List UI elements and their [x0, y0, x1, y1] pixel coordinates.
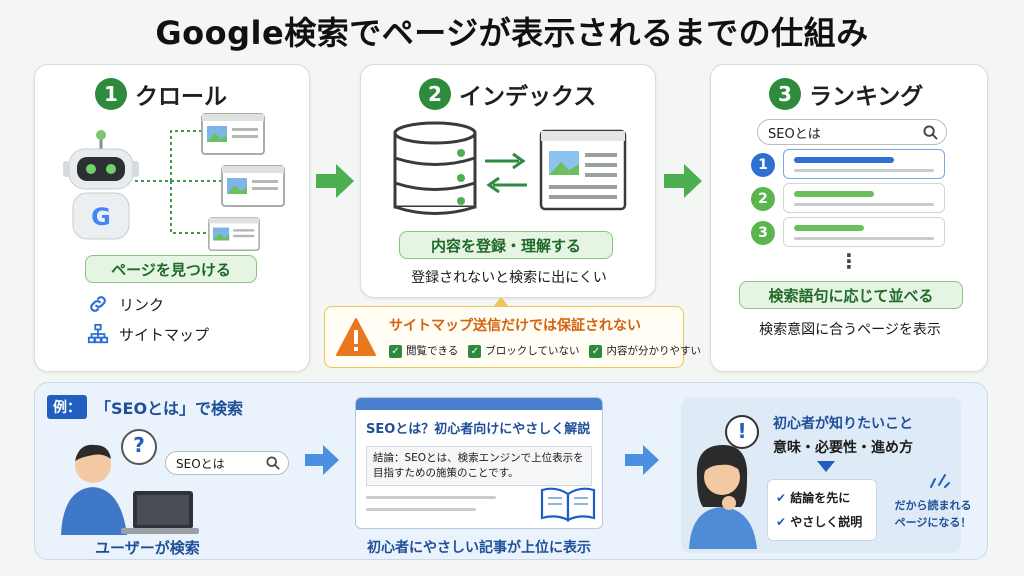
- article-window-bar: [356, 398, 602, 410]
- crawl-method-label: サイトマップ: [119, 325, 210, 344]
- down-triangle-icon: [817, 461, 835, 472]
- arrow-right-icon: [316, 164, 354, 198]
- user-caption: ユーザーが検索: [95, 539, 200, 557]
- result-text-line: [794, 169, 934, 172]
- sitemap-icon: [87, 323, 109, 344]
- result-title-line: [794, 225, 864, 231]
- warning-title: サイトマップ送信だけでは保証されない: [389, 318, 641, 334]
- warning-check-item: ✓内容が分かりやすい: [589, 343, 701, 358]
- result-title-line: [794, 191, 874, 197]
- arrow-right-icon: [664, 164, 702, 198]
- step-ranking-card: 3 ランキング SEOとは 1 2 3 ⋮ 検索語句に応じて並べる 検索意図に合…: [710, 64, 988, 372]
- exclaim-mark: !: [737, 419, 747, 443]
- warning-icon: [336, 318, 376, 356]
- result-text-line: [794, 237, 934, 240]
- thinking-woman-illustration: [689, 445, 757, 549]
- link-icon: [90, 296, 106, 312]
- article-text-line: [366, 508, 476, 511]
- result-check-item: ✔ 結論を先に: [776, 491, 851, 505]
- rank-number: 1: [751, 153, 775, 177]
- checkbox-checked-icon: ✓: [389, 345, 402, 358]
- database-icon: [393, 121, 477, 215]
- open-book-icon: [540, 487, 596, 522]
- checkbox-checked-icon: ✓: [589, 345, 603, 358]
- question-mark: ?: [133, 433, 145, 457]
- example-heading: 「SEOとは」で検索: [95, 399, 244, 418]
- result-checklist: ✔ 結論を先に ✔ やさしく説明: [767, 479, 877, 541]
- question-bubble: [121, 429, 157, 465]
- warning-checks: ✓閲覧できる ✓ブロックしていない ✓内容が分かりやすい: [389, 343, 701, 358]
- page-title: Google検索でページが表示されるまでの仕組み: [155, 14, 869, 52]
- ranking-search-box[interactable]: SEOとは: [757, 119, 947, 145]
- sitemap-warning: サイトマップ送信だけでは保証されない ✓閲覧できる ✓ブロックしていない ✓内容…: [324, 297, 701, 368]
- step-number: 3: [769, 78, 801, 110]
- webpage-icon: [208, 217, 260, 251]
- need-title: 初心者が知りたいこと: [773, 416, 913, 432]
- arrow-right-icon: [625, 445, 659, 475]
- example-search-box[interactable]: SEOとは: [165, 451, 289, 475]
- search-icon: [266, 456, 280, 470]
- step-title: ランキング: [809, 84, 924, 110]
- search-icon: [923, 125, 938, 140]
- step-title: インデックス: [459, 84, 597, 110]
- rank-number: 3: [751, 221, 775, 245]
- webpage-icon: [221, 165, 285, 207]
- warning-check-item: ✓閲覧できる: [389, 343, 458, 358]
- arrow-right-icon: [305, 445, 339, 475]
- example-panel: 例： 「SEOとは」で検索 ? SEOとは ユーザーが検索 SEOとは？初心者向…: [34, 382, 988, 560]
- user-laptop-illustration: [61, 444, 199, 535]
- example-badge: 例：: [47, 395, 87, 419]
- warning-check-item: ✓ブロックしていない: [468, 343, 579, 358]
- exclaim-bubble: [725, 415, 759, 449]
- sparkle-lines-icon: [930, 474, 950, 488]
- step-number: 2: [419, 78, 451, 110]
- ranking-search-value: SEOとは: [768, 126, 821, 142]
- article-title: SEOとは？初心者向けにやさしく解説: [366, 422, 591, 437]
- article-caption: 初心者にやさしい記事が上位に表示: [367, 540, 591, 556]
- check-icon: ✔: [776, 515, 791, 529]
- rank-result-2[interactable]: [783, 183, 945, 213]
- webpage-icon: [539, 129, 627, 211]
- rank-result-1[interactable]: [783, 149, 945, 179]
- step-index-note: 登録されないと検索に出にくい: [411, 270, 607, 286]
- crawl-method-label: リンク: [119, 295, 165, 314]
- closing-message: だから読まれる ページになる！: [894, 499, 972, 529]
- step-title: クロール: [135, 84, 227, 110]
- example-search-value: SEOとは: [176, 456, 225, 471]
- step-index-pill: 内容を登録・理解する: [399, 231, 613, 259]
- step-index-heading: 2 インデックス: [419, 77, 596, 111]
- googlebot-robot-icon: G: [63, 130, 139, 240]
- result-text-line: [794, 203, 934, 206]
- webpage-icon: [201, 113, 265, 155]
- checkbox-checked-icon: ✓: [468, 345, 482, 358]
- step-ranking-note: 検索意図に合うページを表示: [759, 322, 941, 338]
- check-icon: ✔: [776, 491, 791, 505]
- step-crawl-heading: 1 クロール: [95, 77, 227, 111]
- rank-result-3[interactable]: [783, 217, 945, 247]
- step-ranking-pill: 検索語句に応じて並べる: [739, 281, 963, 309]
- article-card[interactable]: SEOとは？初心者向けにやさしく解説 結論：SEOとは、検索エンジンで上位表示を…: [355, 397, 603, 529]
- step-index-card: 2 インデックス 内容を登録・理解する 登録されないと検索に出にくい: [360, 64, 656, 298]
- step-crawl-card: 1 クロール G ページを見つける: [34, 64, 310, 372]
- rank-number: 2: [751, 187, 775, 211]
- crawl-method-link: リンク: [87, 293, 164, 315]
- step-crawl-pill: ページを見つける: [85, 255, 257, 283]
- crawl-connector-lines: [135, 130, 221, 234]
- need-items: 意味・必要性・進め方: [773, 440, 913, 456]
- svg-text:G: G: [91, 203, 111, 231]
- more-results-dots: ⋮: [839, 249, 859, 273]
- result-check-item: ✔ やさしく説明: [776, 515, 863, 529]
- warning-pointer: [493, 297, 509, 307]
- step-ranking-heading: 3 ランキング: [769, 77, 923, 111]
- result-title-line: [794, 157, 894, 163]
- article-text-line: [366, 496, 496, 499]
- crawl-method-sitemap: サイトマップ: [87, 323, 209, 345]
- exchange-arrows-icon: [485, 152, 527, 194]
- reader-needs-panel: ! 初心者が知りたいこと 意味・必要性・進め方 ✔ 結論を先に ✔ やさしく説明: [681, 397, 961, 553]
- step-number: 1: [95, 78, 127, 110]
- article-summary: 結論：SEOとは、検索エンジンで上位表示を目指すための施策のことです。: [366, 446, 592, 486]
